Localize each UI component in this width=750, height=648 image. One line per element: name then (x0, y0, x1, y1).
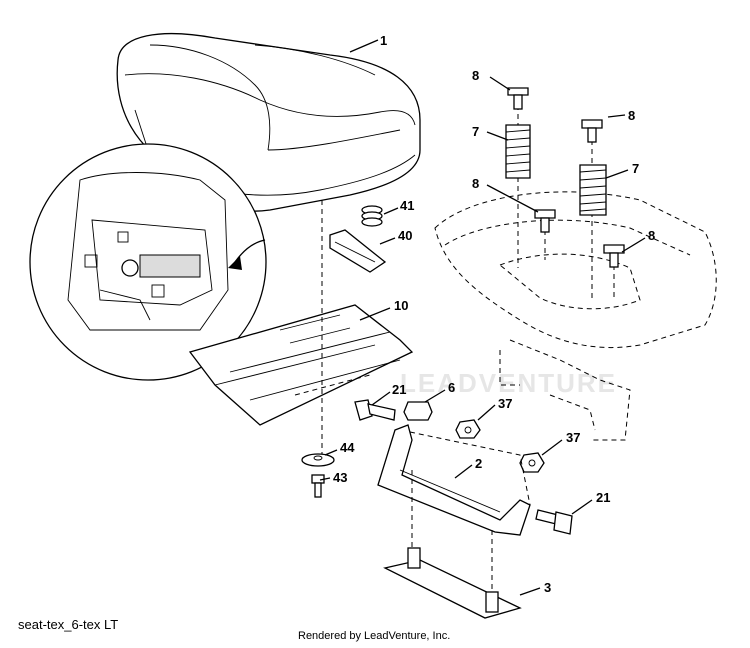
bolt-8-middle-part[interactable] (534, 209, 556, 233)
bolt-21-left-part[interactable] (354, 399, 396, 421)
callout-10[interactable]: 10 (394, 298, 408, 313)
bolt-8-lower-part[interactable] (603, 244, 625, 268)
callout-1[interactable]: 1 (380, 33, 387, 48)
frame-outline (434, 191, 717, 441)
nut-6-part[interactable] (403, 401, 433, 421)
callout-8[interactable]: 8 (472, 176, 479, 191)
watermark-text: LEADVENTURE (400, 368, 617, 398)
callout-2[interactable]: 2 (475, 456, 482, 471)
detail-magnifier (29, 143, 267, 381)
base-plate-3-part[interactable] (383, 547, 522, 619)
callout-43[interactable]: 43 (333, 470, 347, 485)
spring-41-part[interactable] (361, 205, 383, 227)
callout-6[interactable]: 6 (448, 380, 455, 395)
nut-37-upper-part[interactable] (455, 419, 481, 439)
callout-21[interactable]: 21 (596, 490, 610, 505)
callout-8[interactable]: 8 (628, 108, 635, 123)
callout-44[interactable]: 44 (340, 440, 355, 455)
callout-7[interactable]: 7 (472, 124, 479, 139)
callout-7[interactable]: 7 (632, 161, 639, 176)
rendered-by-credit: Rendered by LeadVenture, Inc. (298, 630, 451, 642)
callout-40[interactable]: 40 (398, 228, 412, 243)
callout-37[interactable]: 37 (498, 396, 512, 411)
callout-21[interactable]: 21 (392, 382, 406, 397)
diagram-name: seat-tex_6-tex LT (18, 617, 119, 632)
bolt-8-top-left-part[interactable] (507, 87, 529, 110)
washer-44-part[interactable] (301, 453, 335, 467)
callout-37[interactable]: 37 (566, 430, 580, 445)
callout-41[interactable]: 41 (400, 198, 414, 213)
callout-3[interactable]: 3 (544, 580, 551, 595)
callout-8[interactable]: 8 (648, 228, 655, 243)
bolt-8-top-right-part[interactable] (581, 119, 603, 143)
callout-8[interactable]: 8 (472, 68, 479, 83)
bracket-2-part[interactable] (377, 424, 531, 536)
spring-7-left-part[interactable] (505, 124, 531, 179)
seat-pan-part[interactable] (188, 304, 414, 426)
bolt-43-part[interactable] (311, 474, 325, 498)
bolt-21-right-part[interactable] (535, 509, 573, 535)
leader-lines (319, 39, 646, 596)
spring-7-right-part[interactable] (579, 164, 607, 216)
bracket-40-part[interactable] (329, 229, 387, 273)
nut-37-lower-part[interactable] (519, 452, 545, 473)
